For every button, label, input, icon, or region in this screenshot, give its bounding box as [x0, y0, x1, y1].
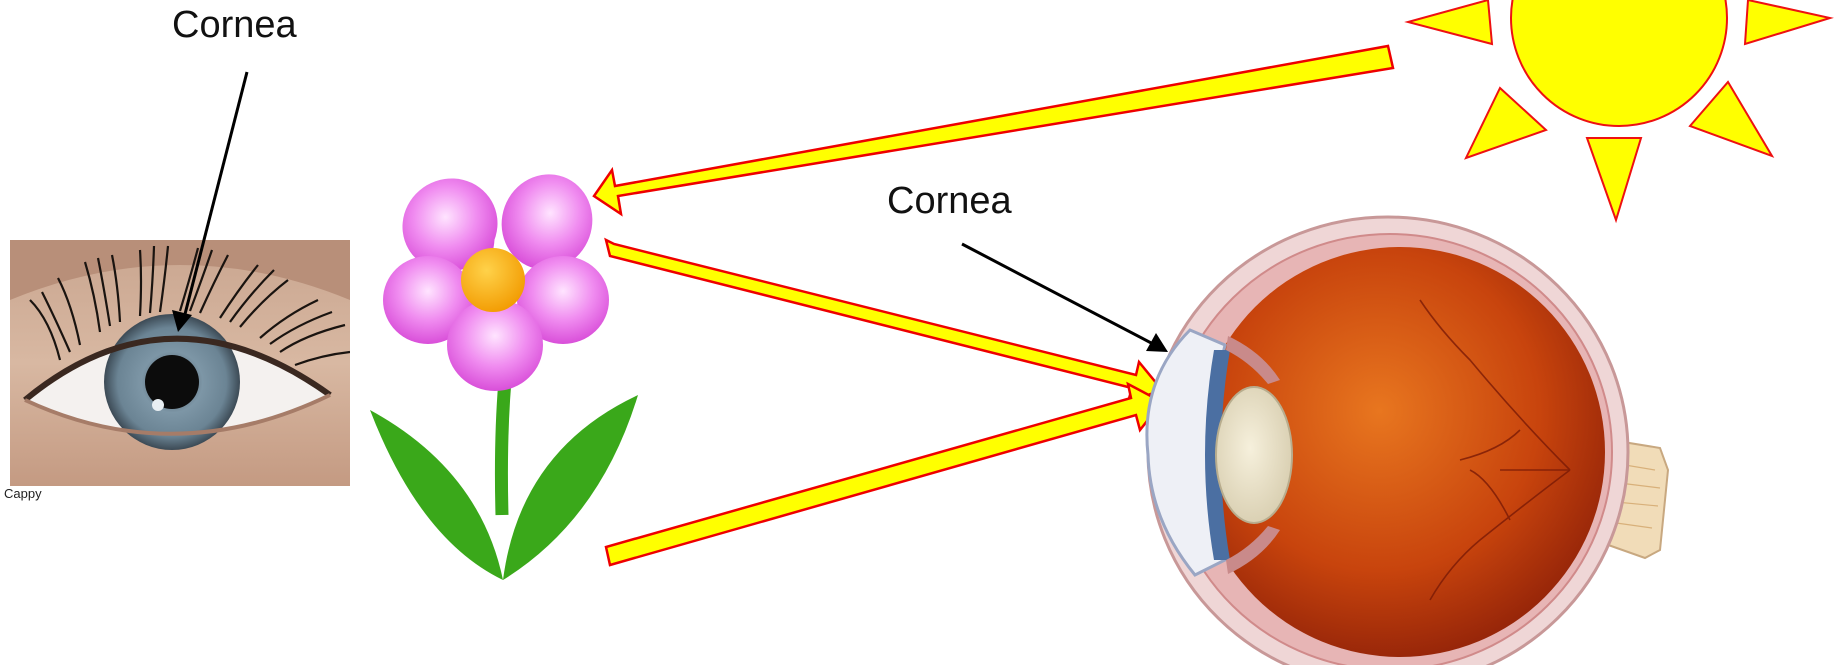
light-ray-flower-to-eye-upper: [606, 240, 1162, 402]
cornea-pointer-arrow-right: [962, 244, 1168, 352]
sun-ray: [1690, 82, 1772, 156]
sun-ray: [1408, 0, 1492, 44]
left-leaf: [370, 410, 503, 580]
light-ray-flower-to-eye-lower: [606, 384, 1162, 565]
cornea-label-right: Cornea: [887, 182, 1012, 220]
sun-disc: [1511, 0, 1727, 126]
sun-icon: [1408, 0, 1830, 220]
lens: [1216, 387, 1292, 523]
sun-ray: [1745, 0, 1830, 44]
cornea-label-left: Cornea: [172, 6, 297, 44]
eye-photo: [10, 240, 350, 486]
sun-ray: [1587, 138, 1641, 220]
flower-center: [461, 248, 525, 312]
sun-ray: [1466, 88, 1546, 158]
pupil: [145, 355, 199, 409]
eye-cross-section: [1147, 217, 1668, 665]
flower-icon: [370, 161, 638, 580]
photo-credit: Cappy: [4, 487, 42, 500]
